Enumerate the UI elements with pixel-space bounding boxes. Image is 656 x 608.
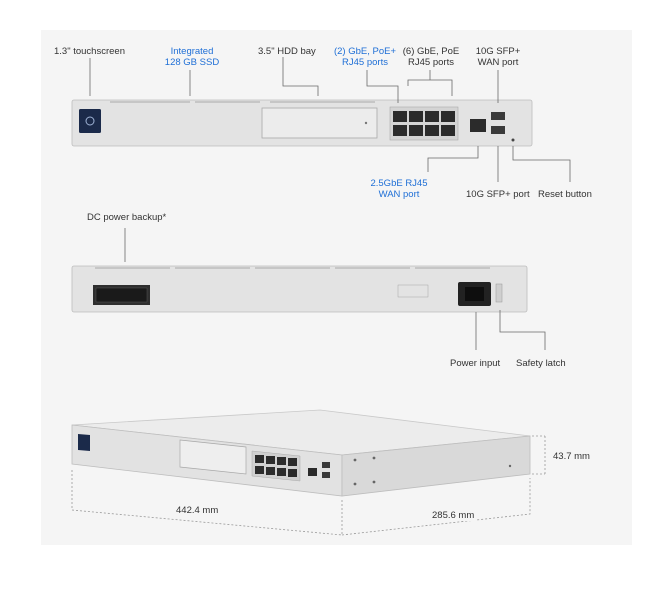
label-gbe-ports: (6) GbE, PoE RJ45 ports [398,46,464,68]
perspective-view [71,409,546,536]
label-dc-power: DC power backup* [87,212,167,223]
label-touchscreen: 1.3" touchscreen [54,46,125,57]
sfp-port-bottom [491,126,505,134]
label-sfp-wan: 10G SFP+ WAN port [470,46,526,68]
label-ssd-line2: 128 GB SSD [164,57,220,68]
label-safety-latch: Safety latch [516,358,566,369]
label-width: 442.4 mm [174,505,221,516]
label-power-input: Power input [450,358,501,369]
label-wan25-line2: WAN port [378,189,420,200]
label-hdd-bay: 3.5" HDD bay [258,46,316,57]
wan-25g-port [470,119,486,132]
sfp-port-top [491,112,505,120]
safety-latch [495,283,503,303]
label-poe-ports: (2) GbE, PoE+ RJ45 ports [330,46,400,68]
label-gbe-line2: RJ45 ports [408,57,454,68]
label-gbe-line1: (6) GbE, PoE [402,46,460,57]
label-depth: 285.6 mm [430,510,477,521]
label-sfp-wan-line2: WAN port [477,57,519,68]
label-sfp-wan-line1: 10G SFP+ [475,46,521,57]
label-poe-line1: (2) GbE, PoE+ [333,46,397,57]
hdd-bay [261,107,378,139]
rear-view [71,228,546,350]
label-ssd-line1: Integrated [170,46,214,57]
front-view [71,57,571,182]
label-wan25-line1: 2.5GbE RJ45 [370,178,428,189]
rj45-port-block [389,106,459,141]
touchscreen-display [79,109,101,133]
label-sfp-port: 10G SFP+ port [466,189,530,200]
reset-hole [511,138,515,142]
label-poe-line2: RJ45 ports [342,57,388,68]
label-height: 43.7 mm [553,451,590,462]
label-ssd: Integrated 128 GB SSD [160,46,224,68]
label-reset-button: Reset button [538,189,592,200]
label-wan-25g: 2.5GbE RJ45 WAN port [368,178,430,200]
